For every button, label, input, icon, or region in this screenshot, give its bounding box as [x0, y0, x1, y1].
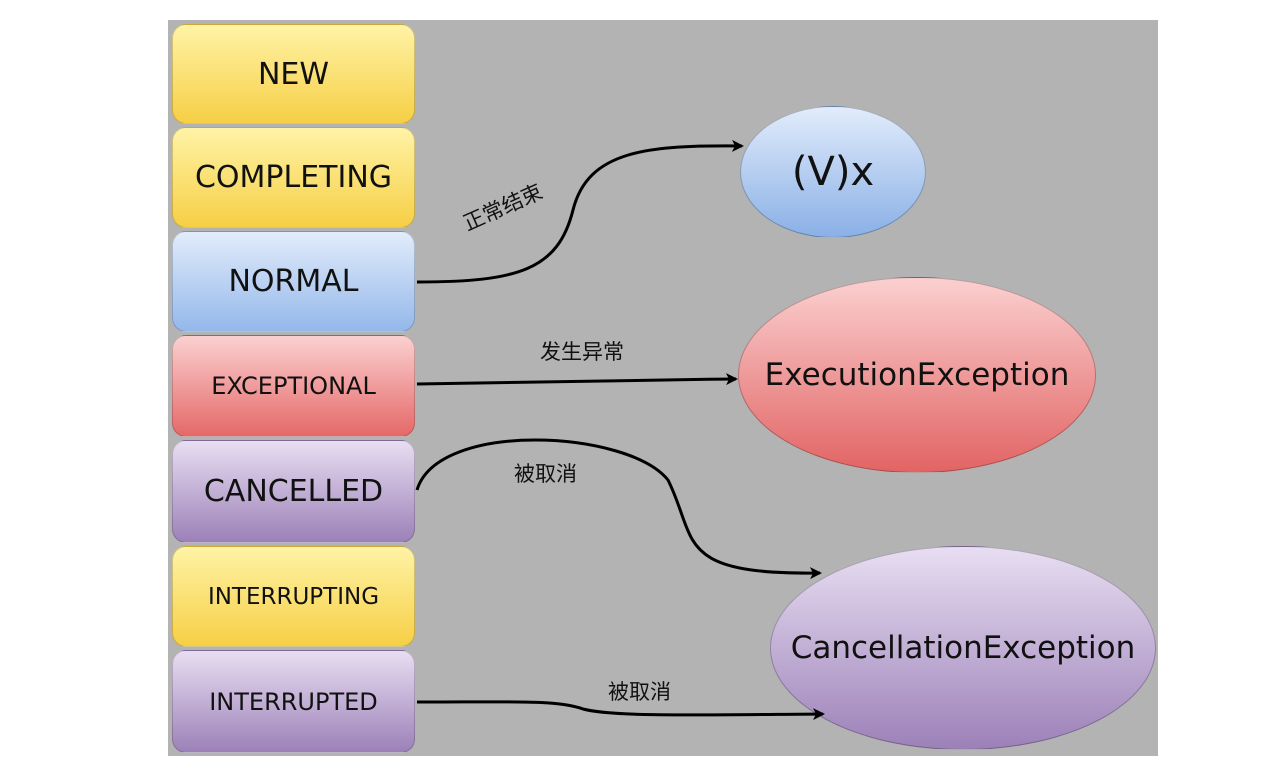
- arrow-normal-to-value: [416, 139, 744, 284]
- edge-label-cancelled: 被取消: [514, 462, 577, 486]
- result-cancellation-exception-ellipse: CancellationException: [770, 546, 1156, 750]
- result-execution-exception-ellipse: ExecutionException: [738, 277, 1096, 473]
- edge-label-interrupted: 被取消: [608, 680, 671, 704]
- state-interrupting: INTERRUPTING: [172, 546, 415, 647]
- state-completing: COMPLETING: [172, 127, 415, 228]
- state-interrupted: INTERRUPTED: [172, 650, 415, 753]
- result-value-ellipse: (V)x: [740, 106, 926, 238]
- diagram-canvas: NEW COMPLETING NORMAL EXCEPTIONAL CANCEL…: [168, 20, 1158, 756]
- transition-arrows: [415, 139, 825, 721]
- edge-label-exceptional: 发生异常: [540, 340, 624, 364]
- arrow-interrupted-to-cancellation: [416, 700, 825, 721]
- state-cancelled: CANCELLED: [172, 440, 415, 543]
- state-exceptional: EXCEPTIONAL: [172, 335, 415, 437]
- arrow-exceptional-to-execution: [416, 373, 738, 386]
- state-normal: NORMAL: [172, 231, 415, 332]
- state-new: NEW: [172, 24, 415, 124]
- arrow-cancelled-to-cancellation: [415, 438, 822, 580]
